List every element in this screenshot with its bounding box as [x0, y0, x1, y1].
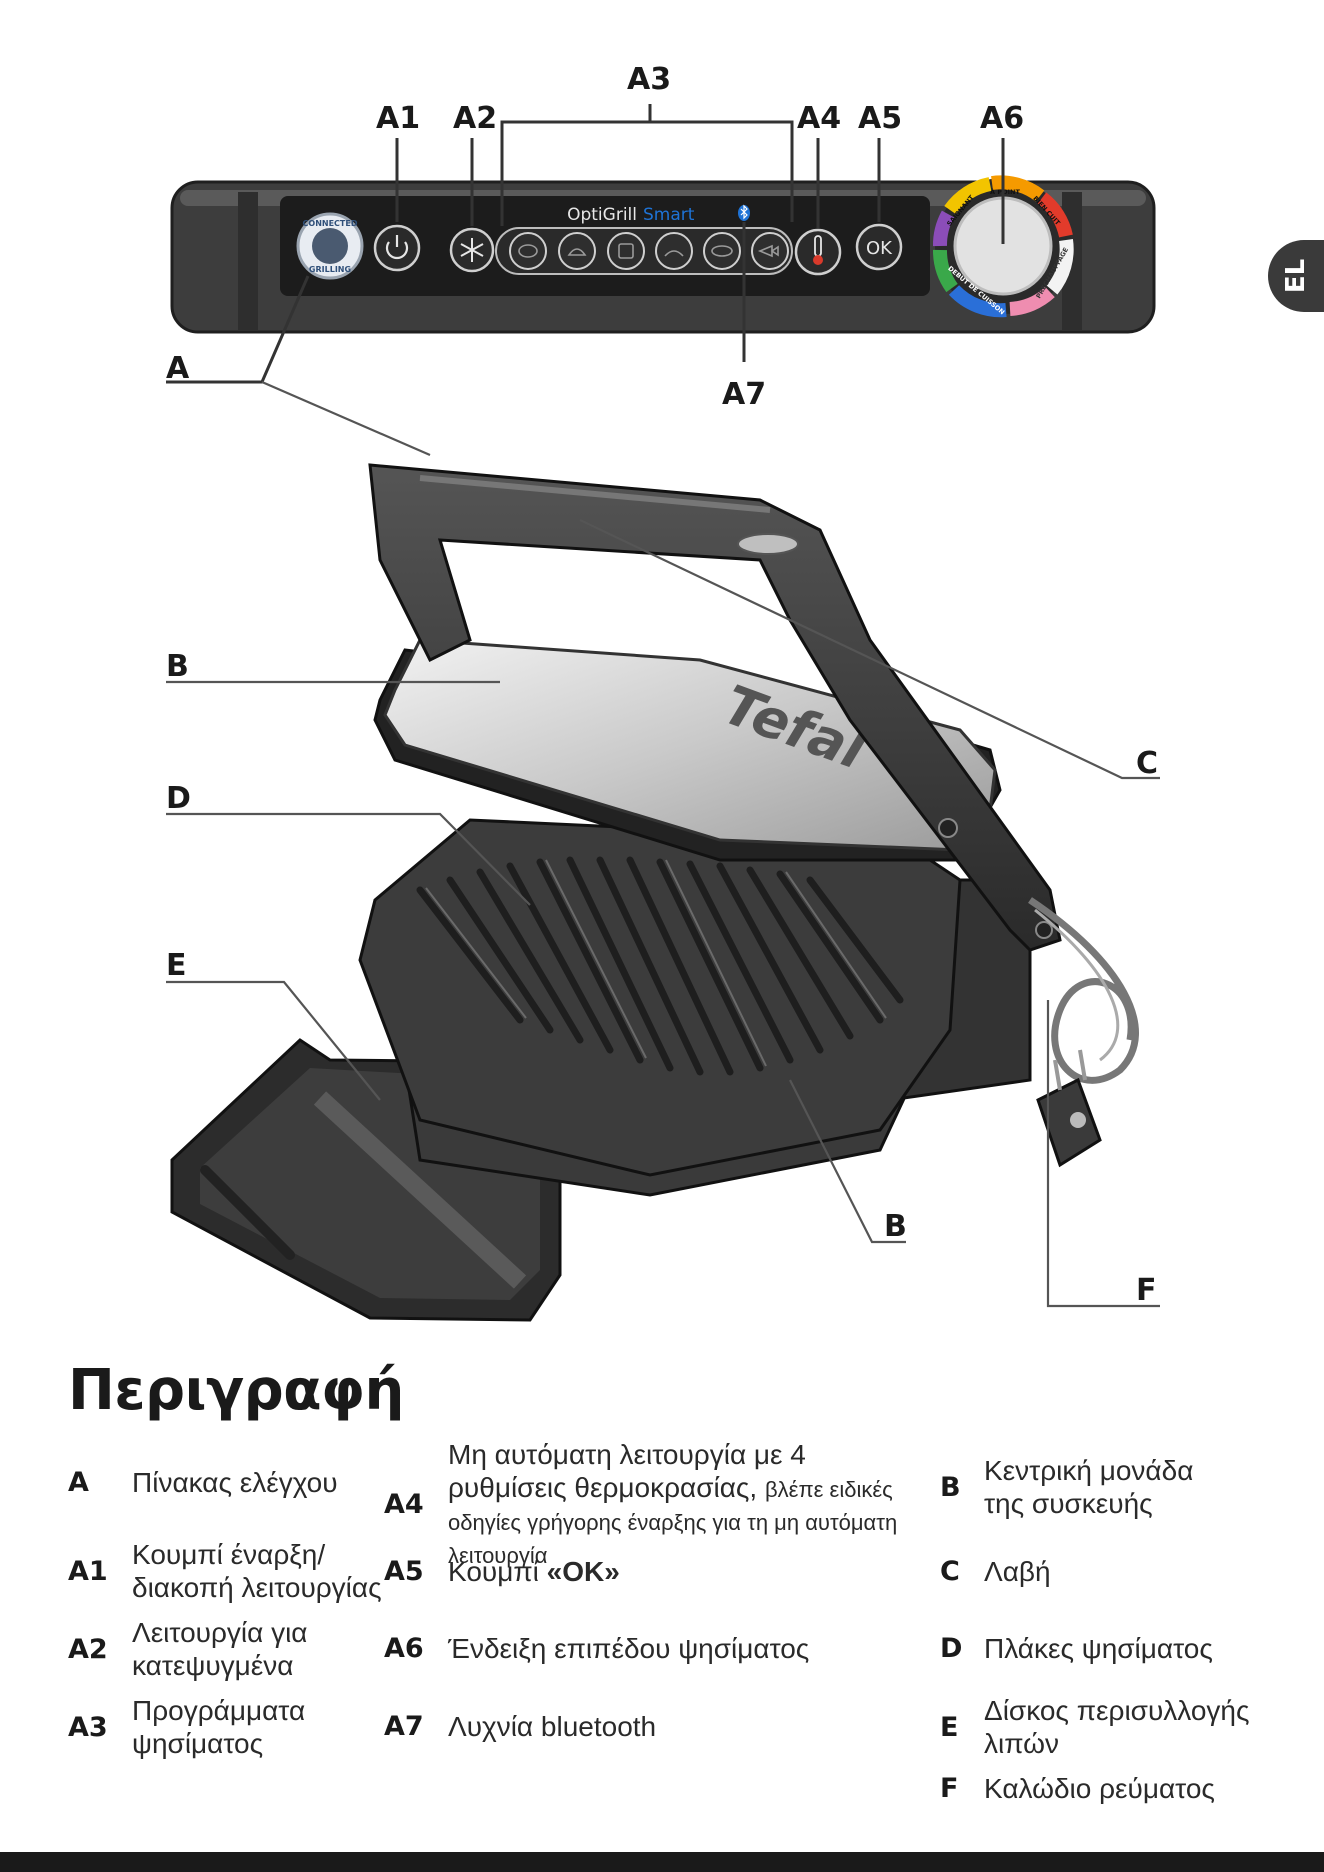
- legend-item-c: C Λαβή: [940, 1555, 1051, 1588]
- dial-label-1: À POINT: [990, 187, 1020, 196]
- badge-bottom-text: GRILLING: [309, 265, 351, 274]
- legend-item-a4: A4 Μη αυτόματη λειτουργία με 4 ρυθμίσεις…: [384, 1438, 918, 1570]
- callout-c: C: [1136, 746, 1158, 781]
- callout-e: E: [166, 948, 187, 983]
- callout-a1: A1: [376, 101, 420, 136]
- program-fish-button[interactable]: [752, 233, 788, 269]
- legend-item-a5: A5 Κουμπί «OK»: [384, 1555, 620, 1588]
- callout-a7: A7: [722, 377, 766, 412]
- legend-item-b: B Κεντρική μονάδα της συσκευής: [940, 1454, 1224, 1520]
- legend-item-a: A Πίνακας ελέγχου: [68, 1466, 372, 1499]
- program-poultry-button[interactable]: [559, 233, 595, 269]
- legend-item-f: F Καλώδιο ρεύματος: [940, 1772, 1215, 1805]
- brand-label: OptiGrill: [567, 205, 637, 225]
- legend-item-a2: A2 Λειτουργία για κατεψυγμένα: [68, 1616, 362, 1682]
- program-sandwich-button[interactable]: [608, 233, 644, 269]
- grill-base: [360, 820, 1030, 1195]
- callout-f: F: [1136, 1273, 1157, 1308]
- badge-top-text: CONNECTED: [303, 219, 358, 228]
- callout-a4: A4: [797, 101, 841, 136]
- legend-item-d: D Πλάκες ψησίματος: [940, 1632, 1213, 1665]
- bottom-rule: [0, 1852, 1324, 1872]
- power-button[interactable]: [375, 226, 419, 270]
- legend-item-a3: A3 Προγράμματα ψησίματος: [68, 1694, 362, 1760]
- callout-a5: A5: [858, 101, 902, 136]
- program-burger-button[interactable]: [510, 233, 546, 269]
- program-buttons: [496, 228, 792, 274]
- callout-a2: A2: [453, 101, 497, 136]
- callout-b-bottom: B: [884, 1209, 907, 1244]
- callout-d: D: [166, 781, 191, 816]
- connected-grilling-badge: CONNECTED GRILLING: [298, 214, 362, 278]
- frozen-button[interactable]: [451, 229, 493, 271]
- grill-illustration: Tefal: [172, 465, 1136, 1320]
- ok-button[interactable]: OK: [857, 225, 901, 269]
- program-meat-button[interactable]: [704, 233, 740, 269]
- callout-b-top: B: [166, 649, 189, 684]
- manual-mode-button[interactable]: [796, 230, 840, 274]
- legend-item-a7: A7 Λυχνία bluetooth: [384, 1710, 656, 1743]
- brand-accent-label: Smart: [643, 205, 695, 225]
- control-panel: CONNECTED GRILLING: [172, 178, 1154, 332]
- legend-item-a6: A6 Ένδειξη επιπέδου ψησίματος: [384, 1632, 809, 1665]
- callout-a3: A3: [627, 62, 671, 97]
- appliance-diagram: CONNECTED GRILLING: [0, 0, 1324, 1380]
- legend-item-e: E Δίσκος περισυλλογής λιπών: [940, 1694, 1254, 1760]
- bluetooth-icon: [738, 205, 750, 221]
- legend-item-a1: A1 Κουμπί έναρξη/ διακοπή λειτουργίας: [68, 1538, 382, 1604]
- callout-a6: A6: [980, 101, 1024, 136]
- ok-button-label: OK: [866, 238, 893, 259]
- section-title: Περιγραφή: [68, 1358, 404, 1423]
